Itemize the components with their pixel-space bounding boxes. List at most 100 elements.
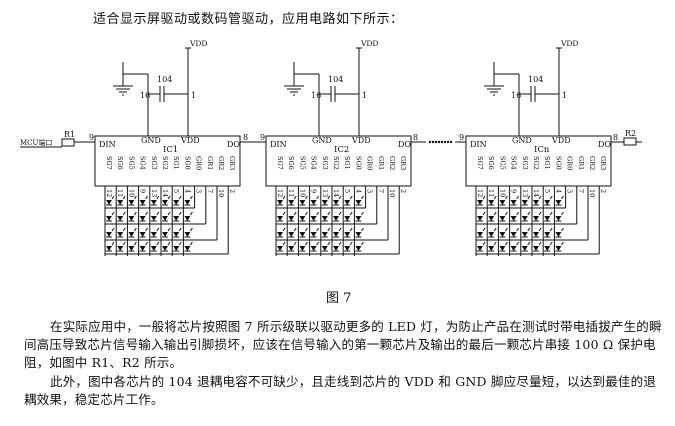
led-ray — [133, 241, 137, 246]
pin-number: 9 — [310, 189, 318, 193]
led-ray — [360, 195, 364, 200]
led-diode — [344, 216, 351, 221]
led-diode — [139, 216, 146, 221]
led-ray — [493, 241, 497, 246]
led-diode — [499, 232, 506, 237]
led-diode — [477, 246, 483, 251]
pin-number: 10 — [588, 189, 596, 197]
led-diode — [544, 216, 551, 221]
led-ray — [327, 241, 331, 246]
led-diode — [477, 232, 483, 237]
led-ray — [111, 195, 115, 200]
cascade-dot — [449, 140, 453, 144]
pin-number: 5 — [543, 189, 551, 193]
din-label: DIN — [270, 140, 287, 149]
led-ray — [338, 211, 342, 216]
led-diode — [533, 246, 539, 251]
led-diode — [321, 200, 328, 205]
led-ray — [349, 241, 353, 246]
pin-number: 10 — [498, 189, 506, 197]
led-ray — [338, 241, 342, 246]
led-ray — [338, 227, 342, 232]
led-ray — [122, 241, 126, 246]
pin-label: SG7 — [105, 156, 113, 170]
led-ray — [282, 195, 286, 200]
resistor-r2 — [623, 137, 637, 146]
cascade-dot — [440, 140, 444, 144]
cap-label: 104 — [157, 75, 172, 84]
cascade-dot — [431, 140, 435, 144]
pin-number: 10 — [388, 189, 396, 197]
do-label: DO — [227, 140, 240, 149]
led-diode — [150, 246, 157, 251]
vdd-supply-label: VDD — [560, 39, 578, 48]
led-diode — [162, 216, 168, 221]
led-diode — [173, 246, 180, 251]
chip-body — [94, 135, 241, 187]
led-ray — [560, 195, 564, 200]
pin-number: 2 — [399, 189, 407, 193]
cascade-dot — [428, 140, 432, 144]
chip-body — [465, 135, 612, 187]
led-ray — [482, 241, 486, 246]
pin-number: 9 — [89, 133, 94, 142]
led-diode — [333, 232, 339, 237]
led-ray — [167, 241, 171, 246]
pin-number: 13 — [321, 189, 329, 197]
led-diode — [277, 200, 283, 205]
pin-label: SG4 — [510, 156, 518, 170]
paragraph-2: 此外，图中各芯片的 104 退耦电容不可缺少，且走线到芯片的 VDD 和 GND… — [24, 374, 657, 407]
led-ray — [538, 227, 542, 232]
figure-caption: 图 7 — [326, 291, 352, 306]
led-ray — [549, 241, 553, 246]
led-ray — [504, 211, 508, 216]
led-diode — [277, 216, 283, 221]
led-diode — [499, 200, 506, 205]
led-ray — [560, 227, 564, 232]
pin-number: 9 — [260, 133, 265, 142]
led-diode — [288, 246, 295, 251]
led-diode — [555, 232, 562, 237]
led-ray — [293, 241, 297, 246]
pin-label: SG2 — [532, 156, 540, 170]
led-ray — [549, 211, 553, 216]
led-diode — [321, 246, 328, 251]
paragraph-1: 在实际应用中，一般将芯片按照图 7 所示级联以驱动更多的 LED 灯，为防止产品… — [24, 319, 662, 370]
led-diode — [521, 232, 528, 237]
led-ray — [493, 211, 497, 216]
led-diode — [344, 200, 351, 205]
led-ray — [133, 227, 137, 232]
led-diode — [488, 232, 495, 237]
pin-label: GR0 — [566, 156, 574, 170]
led-diode — [288, 216, 295, 221]
led-diode — [162, 246, 168, 251]
led-ray — [538, 195, 542, 200]
pin-label: GR0 — [195, 156, 203, 170]
led-ray — [293, 195, 297, 200]
led-diode — [477, 216, 483, 221]
led-ray — [167, 195, 171, 200]
led-diode — [117, 216, 124, 221]
led-ray — [178, 211, 182, 216]
led-diode — [488, 216, 495, 221]
cap-label: 104 — [328, 75, 343, 84]
pin-number: 2 — [228, 189, 236, 193]
pin-number: 4 — [354, 189, 362, 193]
vdd-label: VDD — [551, 136, 571, 145]
pin-label: GR3 — [399, 156, 407, 170]
pin-number: 11 — [116, 189, 124, 197]
led-ray — [516, 241, 520, 246]
led-diode — [521, 246, 528, 251]
pin-label: SG7 — [276, 156, 284, 170]
pin-number: 3 — [366, 189, 374, 193]
pin-number: 7 — [377, 189, 385, 193]
led-ray — [349, 195, 353, 200]
pin-number: 5 — [172, 189, 180, 193]
led-ray — [304, 195, 308, 200]
pin-label: GR2 — [388, 156, 396, 170]
led-diode — [521, 200, 528, 205]
led-ray — [504, 227, 508, 232]
led-diode — [299, 216, 306, 221]
